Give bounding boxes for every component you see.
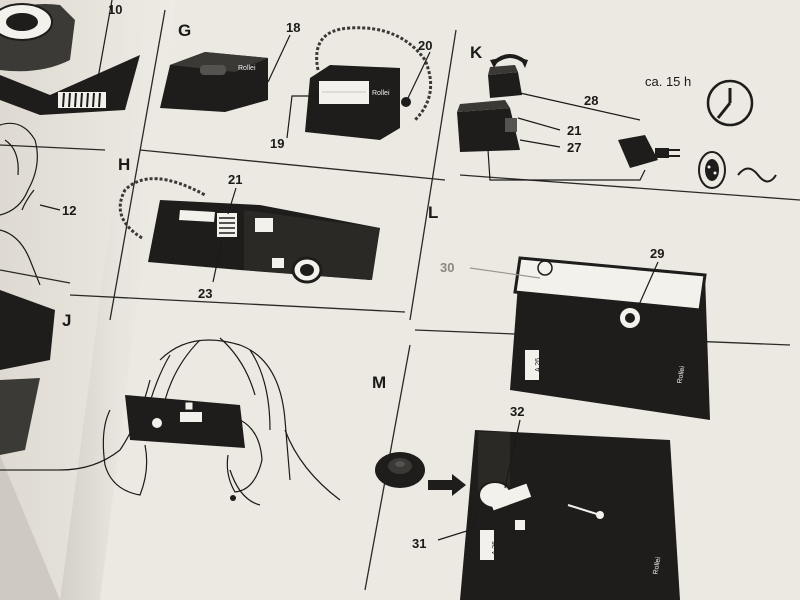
page-edge-shadow xyxy=(0,455,60,600)
clock-icon xyxy=(706,79,754,127)
callout-18: 18 xyxy=(286,20,300,35)
brand-label-g2: Rollei xyxy=(372,90,390,97)
panel-letter-j: J xyxy=(62,311,71,330)
brand-label-l: Rollei xyxy=(677,365,687,384)
callout-29: 29 xyxy=(650,246,664,261)
panel-letter-g: G xyxy=(178,21,191,40)
model-label-m: A 26 xyxy=(492,541,499,555)
brand-label-m: Rollei xyxy=(652,556,662,575)
wrist-strap-h xyxy=(118,177,206,240)
callout-12: 12 xyxy=(62,203,76,218)
insert-arrow-icon xyxy=(428,474,466,496)
camera-j xyxy=(125,395,245,448)
callout-19: 19 xyxy=(270,136,284,151)
callout-23: 23 xyxy=(198,286,212,301)
left-page-content: 10 12 xyxy=(0,0,140,455)
callout-20: 20 xyxy=(418,38,432,53)
panel-letter-k: K xyxy=(470,43,483,62)
callout-28: 28 xyxy=(584,93,598,108)
ac-wave-icon xyxy=(737,167,777,183)
panel-g: G Rollei Rollei 18 20 19 xyxy=(160,20,432,151)
wall-socket-icon xyxy=(698,151,726,189)
callout-21-k: 21 xyxy=(567,123,581,138)
charge-time: ca. 15 h xyxy=(645,74,691,89)
battery-disc xyxy=(375,452,425,488)
camera-h xyxy=(148,200,380,284)
panel-letter-h: H xyxy=(118,155,130,174)
panel-letter-l: L xyxy=(428,203,438,222)
camera-bottom-l: A 26 Rollei xyxy=(510,256,710,420)
camera-open: Rollei xyxy=(305,65,411,140)
wrist-strap xyxy=(315,26,433,122)
callout-31: 31 xyxy=(412,536,426,551)
panel-j: J xyxy=(59,311,341,506)
panel-l: L A 26 Rollei 29 30 xyxy=(428,203,710,420)
brand-label-g1: Rollei xyxy=(238,65,256,72)
callout-32: 32 xyxy=(510,404,524,419)
callout-21-h: 21 xyxy=(228,172,242,187)
panel-letter-m: M xyxy=(372,373,386,392)
camera-bottom-m: A 26 Rollei xyxy=(460,430,680,600)
callout-27: 27 xyxy=(567,140,581,155)
panel-k: K 28 21 27 ca. 15 h xyxy=(457,43,777,189)
panel-h: H 21 23 xyxy=(118,155,380,301)
callout-10: 10 xyxy=(108,2,122,17)
panel-m: M A 26 Rollei 32 31 xyxy=(372,373,680,600)
camera-closed: Rollei xyxy=(160,52,268,112)
callout-30: 30 xyxy=(440,260,454,275)
model-label-l: A 26 xyxy=(535,358,542,372)
